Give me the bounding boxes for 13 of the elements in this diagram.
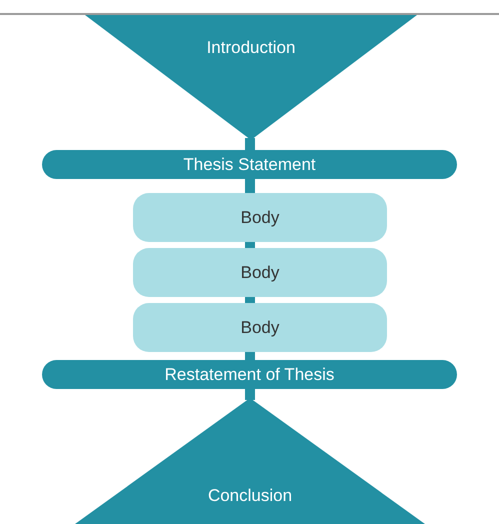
connector <box>245 242 255 248</box>
section-label: Introduction <box>206 37 296 59</box>
connector <box>245 179 255 193</box>
section-bar: Thesis Statement <box>42 150 457 179</box>
body-box: Body <box>133 248 387 297</box>
connector <box>245 389 255 400</box>
connector <box>245 297 255 303</box>
connector <box>245 138 255 150</box>
connector <box>245 352 255 360</box>
section-label: Conclusion <box>208 484 292 506</box>
body-box: Body <box>133 193 387 242</box>
section-bar: Restatement of Thesis <box>42 360 457 389</box>
body-box: Body <box>133 303 387 352</box>
